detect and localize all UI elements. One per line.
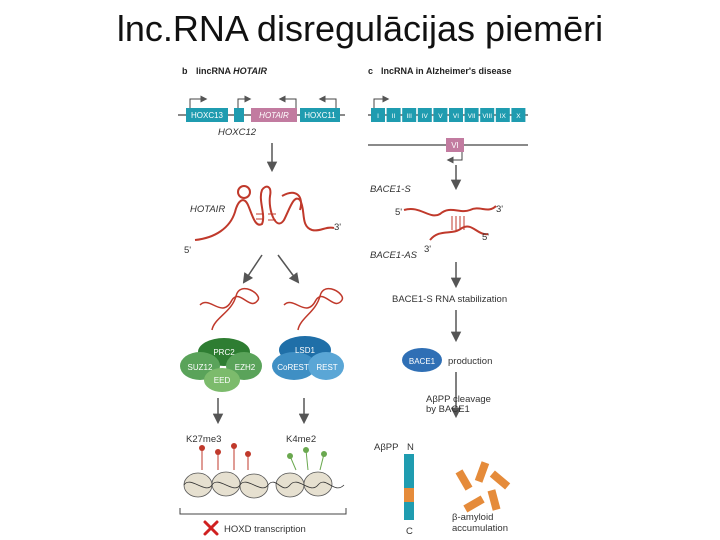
rna-squiggle-right bbox=[283, 287, 344, 331]
down-left-arrow-icon bbox=[242, 254, 263, 284]
tss-arrow-icon bbox=[318, 95, 337, 108]
panel-b-letter: b bbox=[182, 66, 188, 76]
svg-text:lincRNA HOTAIR: lincRNA HOTAIR bbox=[196, 66, 268, 76]
rna-squiggle-left bbox=[199, 287, 260, 331]
rest-blob bbox=[308, 352, 344, 380]
exon-label: I bbox=[377, 113, 379, 120]
hotair-5prime: 5' bbox=[184, 245, 191, 256]
exon-label: IX bbox=[500, 113, 507, 120]
cross-icon bbox=[203, 520, 219, 536]
amyloid-line2: accumulation bbox=[452, 523, 508, 534]
stabilization-label: BACE1-S RNA stabilization bbox=[392, 294, 507, 305]
gene-hotair-box bbox=[251, 108, 297, 122]
k4me2-label: K4me2 bbox=[286, 434, 316, 445]
down-right-arrow-icon bbox=[277, 254, 300, 284]
exon-box bbox=[511, 108, 526, 122]
panel-c-letter: c bbox=[368, 66, 373, 76]
suz12-label: SUZ12 bbox=[188, 363, 213, 372]
tss-arrow-icon bbox=[278, 95, 297, 108]
k27me3-label: K27me3 bbox=[186, 434, 221, 445]
gene-hoxc12-box bbox=[234, 108, 244, 122]
lsd1-label: LSD1 bbox=[295, 346, 316, 355]
c-terminus-label: C bbox=[406, 526, 413, 537]
gene-hotair-label: HOTAIR bbox=[259, 111, 289, 120]
exon-box bbox=[433, 108, 448, 122]
duplex-lines bbox=[451, 216, 465, 230]
app-cleavage-line1: AβPP cleavage bbox=[426, 394, 491, 405]
transcription-bracket bbox=[179, 508, 347, 515]
exon-label: VIII bbox=[482, 113, 492, 120]
exon-box bbox=[464, 108, 479, 122]
hotair-rna-label: HOTAIR bbox=[190, 204, 225, 215]
eed-label: EED bbox=[214, 376, 231, 385]
exon-label: IV bbox=[422, 113, 429, 120]
exon-label: X bbox=[516, 113, 521, 120]
hoxc12-label: HOXC12 bbox=[218, 127, 257, 138]
app-label: AβPP bbox=[374, 442, 398, 453]
exon-label: III bbox=[406, 113, 412, 120]
k27me3-marks bbox=[199, 443, 251, 470]
panel-b-header-gene: HOTAIR bbox=[233, 66, 267, 76]
exon-box bbox=[402, 108, 417, 122]
amyloid-fragments bbox=[455, 461, 511, 513]
exon-box bbox=[480, 108, 495, 122]
app-segment-abeta bbox=[404, 488, 414, 502]
hotair-3prime: 3' bbox=[334, 222, 341, 233]
eed-blob bbox=[204, 368, 240, 392]
corest-label: CoREST bbox=[277, 363, 309, 372]
k4me2-marks bbox=[287, 447, 327, 471]
bace1-s-3prime: 3' bbox=[496, 204, 503, 215]
antisense-exon-label: VI bbox=[451, 141, 459, 150]
bace1-protein-blob bbox=[402, 348, 442, 372]
amyloid-line1: β-amyloid bbox=[452, 512, 493, 523]
rest-label: REST bbox=[316, 363, 337, 372]
tss-arrow-icon bbox=[373, 95, 390, 108]
bace1-as-5prime: 5' bbox=[482, 232, 489, 243]
hotair-stem-lines bbox=[256, 213, 276, 221]
gene-hoxc11-box bbox=[300, 108, 340, 122]
nucleosome-row bbox=[183, 471, 345, 499]
bace1-as-rna bbox=[429, 225, 489, 241]
ezh2-label: EZH2 bbox=[235, 363, 256, 372]
panel-b-header-prefix: lincRNA bbox=[196, 66, 233, 76]
bace1-s-rna bbox=[403, 205, 497, 217]
hoxd-transcription-label: HOXD transcription bbox=[224, 524, 306, 535]
exon-label: V bbox=[438, 113, 443, 120]
bace1-protein-label: BACE1 bbox=[409, 357, 436, 366]
antisense-exon-box bbox=[446, 138, 464, 152]
gene-hoxc13-box bbox=[186, 108, 228, 122]
exon-box bbox=[417, 108, 432, 122]
app-segment-bottom bbox=[404, 502, 414, 520]
app-segment-top bbox=[404, 454, 414, 488]
hotair-rna-structure bbox=[194, 185, 335, 241]
exon-box bbox=[386, 108, 401, 122]
panel-c-header: lncRNA in Alzheimer's disease bbox=[381, 66, 512, 76]
bace1-as-label: BACE1-AS bbox=[370, 250, 418, 261]
exon-box bbox=[495, 108, 510, 122]
production-label: production bbox=[448, 356, 492, 367]
tss-arrow-icon bbox=[237, 95, 252, 108]
bace1-as-3prime: 3' bbox=[424, 244, 431, 255]
exon-box bbox=[371, 108, 385, 122]
bace1-s-5prime: 5' bbox=[395, 207, 402, 218]
exon-box bbox=[449, 108, 463, 122]
bace1-s-label: BACE1-S bbox=[370, 184, 411, 195]
corest-blob bbox=[272, 352, 316, 380]
exon-label: II bbox=[392, 113, 396, 120]
exon-label: VI bbox=[453, 113, 459, 120]
app-cleavage-line2: by BACE1 bbox=[426, 404, 470, 415]
slide-title: lnc.RNA disregulācijas piemēri bbox=[116, 8, 604, 49]
prc2-label: PRC2 bbox=[213, 348, 235, 357]
gene-hoxc13-label: HOXC13 bbox=[191, 111, 224, 120]
tss-arrow-icon bbox=[446, 152, 463, 164]
exon-label: VII bbox=[468, 113, 476, 120]
gene-hoxc11-label: HOXC11 bbox=[304, 111, 336, 120]
tss-arrow-icon bbox=[189, 95, 208, 108]
n-terminus-label: N bbox=[407, 442, 414, 453]
